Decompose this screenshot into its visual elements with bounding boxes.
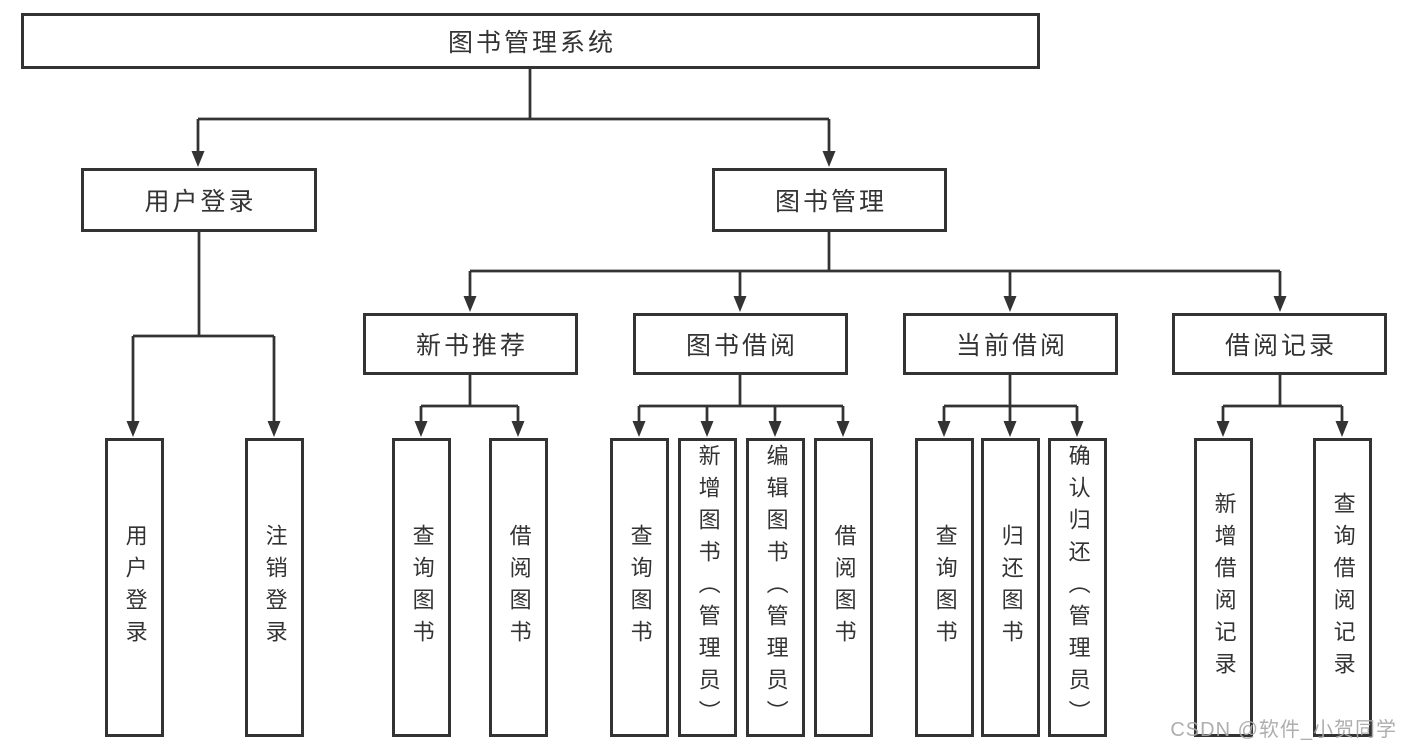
node-leaf-borrow-query-books: 查询图书 [610,438,669,737]
node-new-book-recommend-label: 新书推荐 [415,332,528,360]
node-leaf-newbook-borrow-books: 借阅图书 [489,438,548,737]
node-book-management-label: 图书管理 [774,188,887,216]
leaf-label: 查询借阅记录 [1330,491,1356,684]
node-book-borrowing-label: 图书借阅 [685,332,798,360]
leaf-label: 编辑图书（管理员） [763,443,789,732]
csdn-watermark: CSDN @软件_小贺同学 [1170,719,1397,741]
node-leaf-records-query-borrow-record: 查询借阅记录 [1313,438,1372,737]
leaf-label: 借阅图书 [831,523,857,652]
leaf-label: 新增图书（管理员） [695,443,721,732]
node-leaf-records-add-borrow-record: 新增借阅记录 [1194,438,1253,737]
node-borrowing-records-label: 借阅记录 [1224,332,1337,360]
leaf-label: 查询图书 [627,523,653,652]
node-current-borrowing: 当前借阅 [903,313,1118,375]
node-leaf-logout: 注销登录 [245,438,304,737]
node-leaf-current-query-books: 查询图书 [915,438,974,737]
node-book-borrowing: 图书借阅 [633,313,848,375]
node-user-login: 用户登录 [81,168,317,232]
leaf-label: 新增借阅记录 [1211,491,1237,684]
leaf-label: 归还图书 [998,523,1024,652]
node-book-management: 图书管理 [712,168,947,232]
node-root-label: 图书管理系统 [447,29,616,57]
node-leaf-current-confirm-return-admin: 确认归还（管理员） [1048,438,1107,737]
leaf-label: 用户登录 [122,523,148,652]
node-leaf-newbook-query-books: 查询图书 [392,438,451,737]
node-leaf-borrow-add-books-admin: 新增图书（管理员） [678,438,737,737]
node-current-borrowing-label: 当前借阅 [955,332,1068,360]
node-leaf-borrow-borrow-books: 借阅图书 [814,438,873,737]
leaf-label: 确认归还（管理员） [1065,443,1091,732]
leaf-label: 借阅图书 [506,523,532,652]
node-new-book-recommend: 新书推荐 [363,313,578,375]
node-root: 图书管理系统 [21,13,1040,69]
node-leaf-borrow-edit-books-admin: 编辑图书（管理员） [746,438,805,737]
leaf-label: 查询图书 [932,523,958,652]
node-user-login-label: 用户登录 [144,188,257,216]
node-leaf-current-return-books: 归还图书 [981,438,1040,737]
node-leaf-user-login: 用户登录 [105,438,164,737]
node-borrowing-records: 借阅记录 [1172,313,1387,375]
leaf-label: 注销登录 [262,523,288,652]
leaf-label: 查询图书 [409,523,435,652]
